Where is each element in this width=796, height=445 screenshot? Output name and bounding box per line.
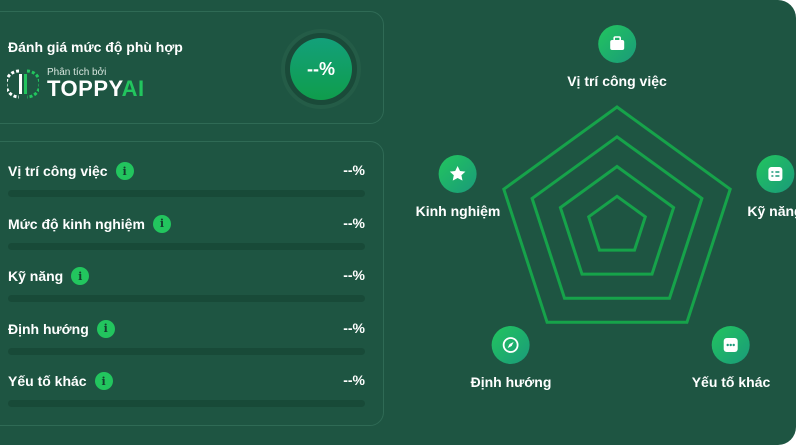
axis-label-text: Vị trí công việc xyxy=(567,73,667,89)
brand-name: TOPPYAI xyxy=(47,76,145,101)
criterion-value: --% xyxy=(343,214,365,231)
criterion-value: --% xyxy=(343,372,365,388)
criterion-progress-bar xyxy=(8,190,365,197)
info-icon[interactable]: i xyxy=(152,214,171,233)
criterion-row: Kỹ năng i --% xyxy=(8,267,365,302)
summary-title: Đánh giá mức độ phù hợp xyxy=(8,39,183,55)
toppy-ai-logo: Phân tích bởi TOPPYAI xyxy=(7,67,145,100)
criterion-row: Vị trí công việc i --% xyxy=(8,162,365,197)
criterion-row: Mức độ kinh nghiệm i --% xyxy=(8,214,365,250)
criterion-label: Định hướng xyxy=(8,320,89,337)
criterion-progress-bar xyxy=(8,400,365,407)
info-icon[interactable]: i xyxy=(115,162,134,180)
criterion-progress-bar xyxy=(8,242,365,250)
compass-icon xyxy=(492,326,530,364)
criterion-label: Mức độ kinh nghiệm xyxy=(8,215,145,232)
summary-card: Đánh giá mức độ phù hợp Phân tích bởi TO… xyxy=(0,11,384,124)
criterion-value: --% xyxy=(343,319,365,336)
analyzed-by-label: Phân tích bởi xyxy=(47,67,107,78)
radar-axis-label: Kinh nghiệm xyxy=(415,155,501,219)
criterion-label: Kỹ năng xyxy=(8,268,64,284)
radar-axis-label: Yếu tố khác xyxy=(691,326,771,390)
radar-grid-ring xyxy=(586,194,648,252)
axis-label-text: Định hướng xyxy=(470,374,552,390)
criterion-value: --% xyxy=(343,267,365,283)
overall-score: --% xyxy=(290,38,352,100)
overall-score-ring: --% xyxy=(281,29,361,109)
radar-axis-label: Định hướng xyxy=(470,326,552,390)
axis-label-text: Kinh nghiệm xyxy=(415,203,501,219)
axis-label-text: Yếu tố khác xyxy=(691,374,771,390)
radar-grid-ring xyxy=(558,164,676,276)
info-icon[interactable]: i xyxy=(96,319,115,338)
info-icon[interactable]: i xyxy=(71,267,90,285)
criterion-label: Yếu tố khác xyxy=(8,373,87,389)
criteria-card: Vị trí công việc i --% Mức độ kinh nghiệm… xyxy=(0,141,384,426)
chat-dots-icon xyxy=(712,326,750,364)
criterion-row: Định hướng i --% xyxy=(8,319,365,355)
radar-axis-label: Vị trí công việc xyxy=(567,25,667,89)
criterion-value: --% xyxy=(343,162,365,178)
checklist-icon xyxy=(755,155,794,193)
criterion-progress-bar xyxy=(8,347,365,355)
info-icon[interactable]: i xyxy=(94,372,113,390)
star-icon xyxy=(439,155,477,193)
criterion-label: Vị trí công việc xyxy=(8,163,108,179)
criterion-row: Yếu tố khác i --% xyxy=(8,372,365,407)
axis-label-text: Kỹ năng xyxy=(747,203,796,219)
radar-axis-label: Kỹ năng xyxy=(747,155,796,219)
criterion-progress-bar xyxy=(8,295,365,302)
briefcase-icon xyxy=(598,25,636,63)
radar-grid-ring xyxy=(502,105,732,324)
toppy-logo-icon xyxy=(7,69,39,98)
radar-grid-ring xyxy=(530,134,704,300)
